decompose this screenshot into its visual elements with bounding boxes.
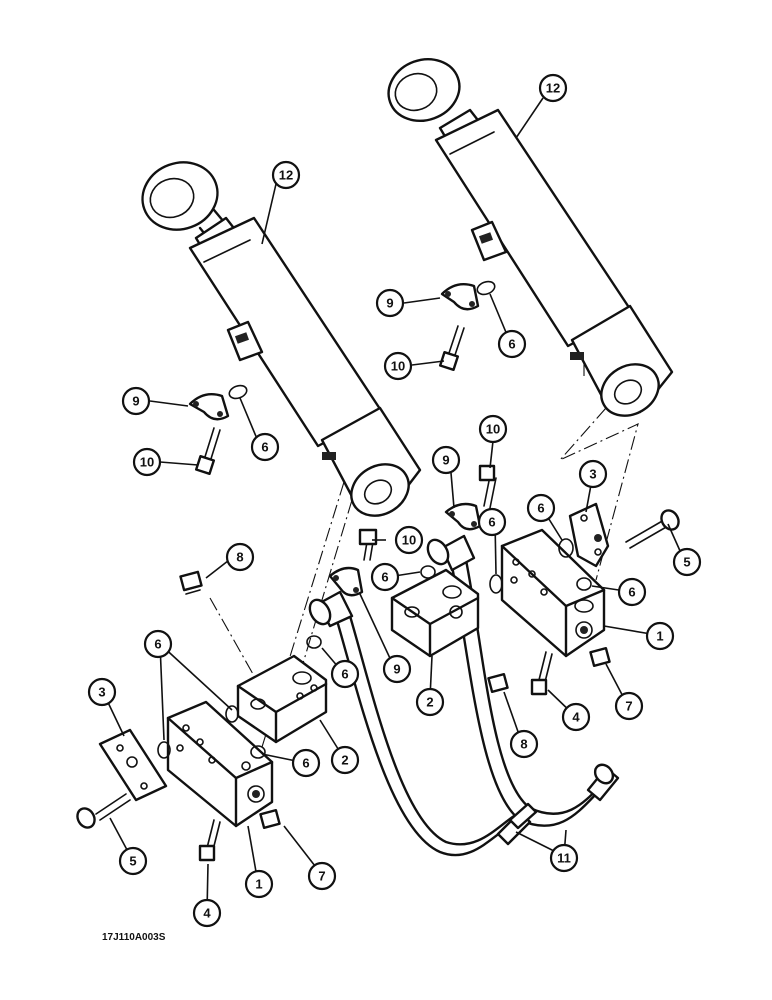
callout-7-right: 7 (614, 691, 644, 721)
callout-label: 2 (426, 695, 433, 710)
callout-1-left: 1 (244, 869, 274, 899)
callout-6-mid: 6 (330, 659, 360, 689)
callout-6-right: 6 (497, 329, 527, 359)
callout-6-right-block: 6 (526, 493, 556, 523)
callout-label: 3 (98, 685, 105, 700)
callout-label: 6 (628, 585, 635, 600)
callout-label: 4 (572, 710, 580, 725)
callout-label: 10 (402, 533, 416, 548)
callout-label: 5 (129, 854, 136, 869)
left-valve-block-1 (166, 700, 274, 828)
callout-label: 1 (255, 877, 262, 892)
flange-halves (188, 283, 482, 597)
callout-7-left: 7 (307, 861, 337, 891)
figure-code: 17J110A003S (102, 932, 166, 943)
callout-label: 10 (486, 422, 500, 437)
callout-9-center: 9 (431, 445, 461, 475)
callout-10-right: 10 (383, 351, 413, 381)
callout-label: 1 (656, 629, 663, 644)
callout-2-right: 2 (415, 687, 445, 717)
callout-label: 6 (508, 337, 515, 352)
callout-label: 10 (140, 455, 154, 470)
callout-label: 6 (302, 756, 309, 771)
callout-6-lower-center: 6 (370, 562, 400, 592)
left-plate (98, 728, 168, 802)
callout-10-left: 10 (132, 447, 162, 477)
callout-label: 8 (520, 737, 527, 752)
left-valve-block-2 (236, 654, 328, 744)
callout-label: 6 (154, 637, 161, 652)
callout-11: 11 (549, 843, 579, 873)
callout-9-lower: 9 (382, 654, 412, 684)
callout-2-left: 2 (330, 745, 360, 775)
callout-6-center: 6 (477, 507, 507, 537)
callout-label: 6 (261, 440, 268, 455)
plugs (179, 570, 611, 830)
callout-label: 9 (132, 394, 139, 409)
callout-label: 12 (279, 168, 293, 183)
callout-4-left: 4 (192, 898, 222, 928)
callout-label: 6 (537, 501, 544, 516)
callout-12-left: 12 (271, 160, 301, 190)
callout-label: 3 (589, 467, 596, 482)
callout-label: 8 (236, 550, 243, 565)
callout-label: 2 (341, 753, 348, 768)
callout-1-right: 1 (645, 621, 675, 651)
callout-6-left: 6 (250, 432, 280, 462)
callout-label: 6 (341, 667, 348, 682)
callout-label: 4 (203, 906, 211, 921)
callout-3-right: 3 (578, 459, 608, 489)
right-plate (568, 502, 610, 568)
callout-label: 10 (391, 359, 405, 374)
callout-9-right: 9 (375, 288, 405, 318)
o-rings (157, 280, 592, 759)
callout-label: 5 (683, 555, 690, 570)
hydraulic-hoses (308, 534, 620, 857)
callout-5-left: 5 (118, 846, 148, 876)
callout-label: 9 (442, 453, 449, 468)
callout-6-left-block: 6 (291, 748, 321, 778)
callout-label: 9 (386, 296, 393, 311)
callout-4-right: 4 (561, 702, 591, 732)
callout-label: 6 (488, 515, 495, 530)
callout-10-lower: 10 (394, 525, 424, 555)
callout-6-left-pair: 6 (143, 629, 173, 659)
callout-label: 6 (381, 570, 388, 585)
callout-9-left: 9 (121, 386, 151, 416)
callout-10-center: 10 (478, 414, 508, 444)
callout-12-right: 12 (538, 73, 568, 103)
callout-8-right: 8 (509, 729, 539, 759)
left-hydraulic-cylinder (141, 161, 422, 517)
callout-label: 9 (393, 662, 400, 677)
right-valve-block-1 (500, 528, 606, 658)
callout-label: 7 (625, 699, 632, 714)
callout-label: 12 (546, 81, 560, 96)
callout-label: 11 (557, 851, 571, 866)
callout-label: 7 (318, 869, 325, 884)
right-hydraulic-cylinder (387, 58, 674, 417)
callout-3-left: 3 (87, 677, 117, 707)
callout-5-right: 5 (672, 547, 702, 577)
right-valve-block-2 (390, 568, 480, 658)
callout-8-left: 8 (225, 542, 255, 572)
callout-6-right-lower: 6 (617, 577, 647, 607)
